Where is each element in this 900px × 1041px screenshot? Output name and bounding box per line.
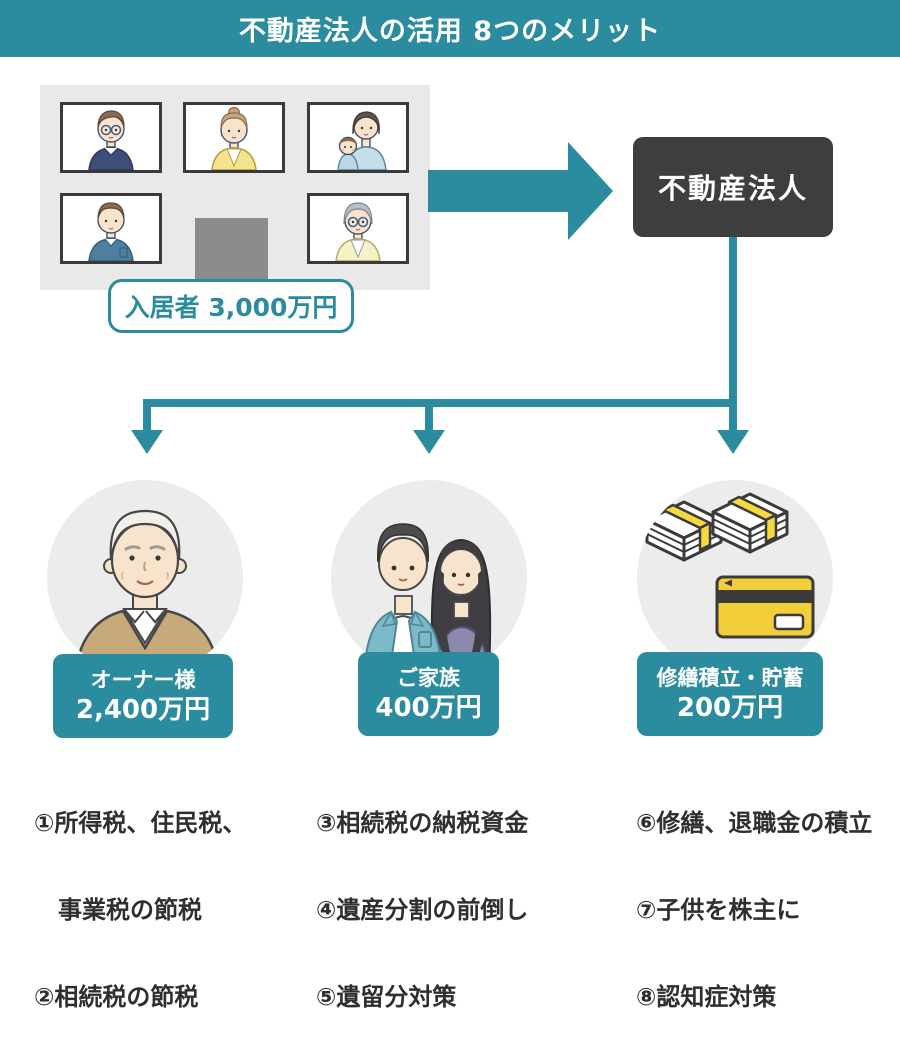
owner-circle	[47, 480, 243, 676]
family-couple-illustration	[362, 523, 492, 676]
owner-merit-list: ①所得税、住民税、 事業税の節税 ②相続税の節税	[34, 751, 246, 1041]
merit-line: ⑧認知症対策	[636, 983, 777, 1011]
tenant-window-man-glasses	[60, 102, 162, 173]
down-arrow-icon	[413, 430, 445, 454]
money-stacks-and-credit-card-illustration	[645, 492, 815, 639]
merit-line: ⑤遺留分対策	[316, 983, 457, 1011]
page-title: 不動産法人の活用 8つのメリット	[238, 16, 662, 47]
family-name: ご家族	[397, 666, 460, 691]
corporation-label: 不動産法人	[657, 172, 808, 205]
merit-line: ⑥修繕、退職金の積立	[636, 809, 873, 837]
title-bar: 不動産法人の活用 8つのメリット	[0, 0, 900, 57]
savings-amount: 200万円	[676, 692, 784, 723]
tenant-window-mother-baby	[307, 102, 409, 173]
building-door	[195, 218, 268, 290]
elderly-woman-icon	[335, 202, 381, 261]
woman-bun-icon	[211, 106, 257, 170]
tenant-window-woman-bun	[183, 102, 285, 173]
owner-name: オーナー様	[90, 668, 196, 693]
savings-merit-list: ⑥修繕、退職金の積立 ⑦子供を株主に ⑧認知症対策	[636, 751, 872, 1041]
down-arrow-icon	[717, 430, 749, 454]
right-arrow-icon	[428, 142, 613, 240]
merit-line: ①所得税、住民税、	[34, 809, 247, 837]
family-amount: 400万円	[375, 692, 482, 723]
man-blue-shirt-icon	[88, 202, 134, 261]
down-arrow-icon	[131, 430, 163, 454]
money-stack-icon	[711, 492, 789, 554]
family-circle	[331, 480, 527, 676]
merit-line: ②相続税の節税	[34, 983, 199, 1011]
mother-baby-icon	[337, 111, 387, 170]
man-glasses-icon	[88, 110, 134, 170]
owner-badge: オーナー様 2,400万円	[53, 654, 233, 738]
tenant-income-text: 入居者 3,000万円	[124, 293, 338, 322]
merit-line: ③相続税の納税資金	[316, 809, 529, 837]
family-merit-list: ③相続税の納税資金 ④遺産分割の前倒し ⑤遺留分対策	[316, 751, 528, 1041]
merit-line: ⑦子供を株主に	[636, 896, 801, 924]
credit-card-icon	[715, 575, 815, 639]
corporation-box: 不動産法人	[633, 137, 833, 237]
merit-line: ④遺産分割の前倒し	[316, 896, 529, 924]
savings-circle	[637, 480, 833, 676]
money-stack-icon	[645, 500, 723, 562]
tenant-window-man-blue-shirt	[60, 193, 162, 264]
owner-amount: 2,400万円	[75, 694, 211, 725]
family-badge: ご家族 400万円	[358, 652, 499, 736]
savings-badge: 修繕積立・貯蓄 200万円	[637, 652, 823, 736]
tenant-income-badge: 入居者 3,000万円	[108, 279, 354, 333]
tenant-window-elderly-woman	[307, 193, 409, 264]
merit-line: 事業税の節税	[34, 896, 202, 924]
apartment-building-illustration	[40, 85, 430, 290]
savings-name: 修繕積立・貯蓄	[656, 666, 804, 691]
elderly-owner-illustration	[73, 509, 221, 676]
